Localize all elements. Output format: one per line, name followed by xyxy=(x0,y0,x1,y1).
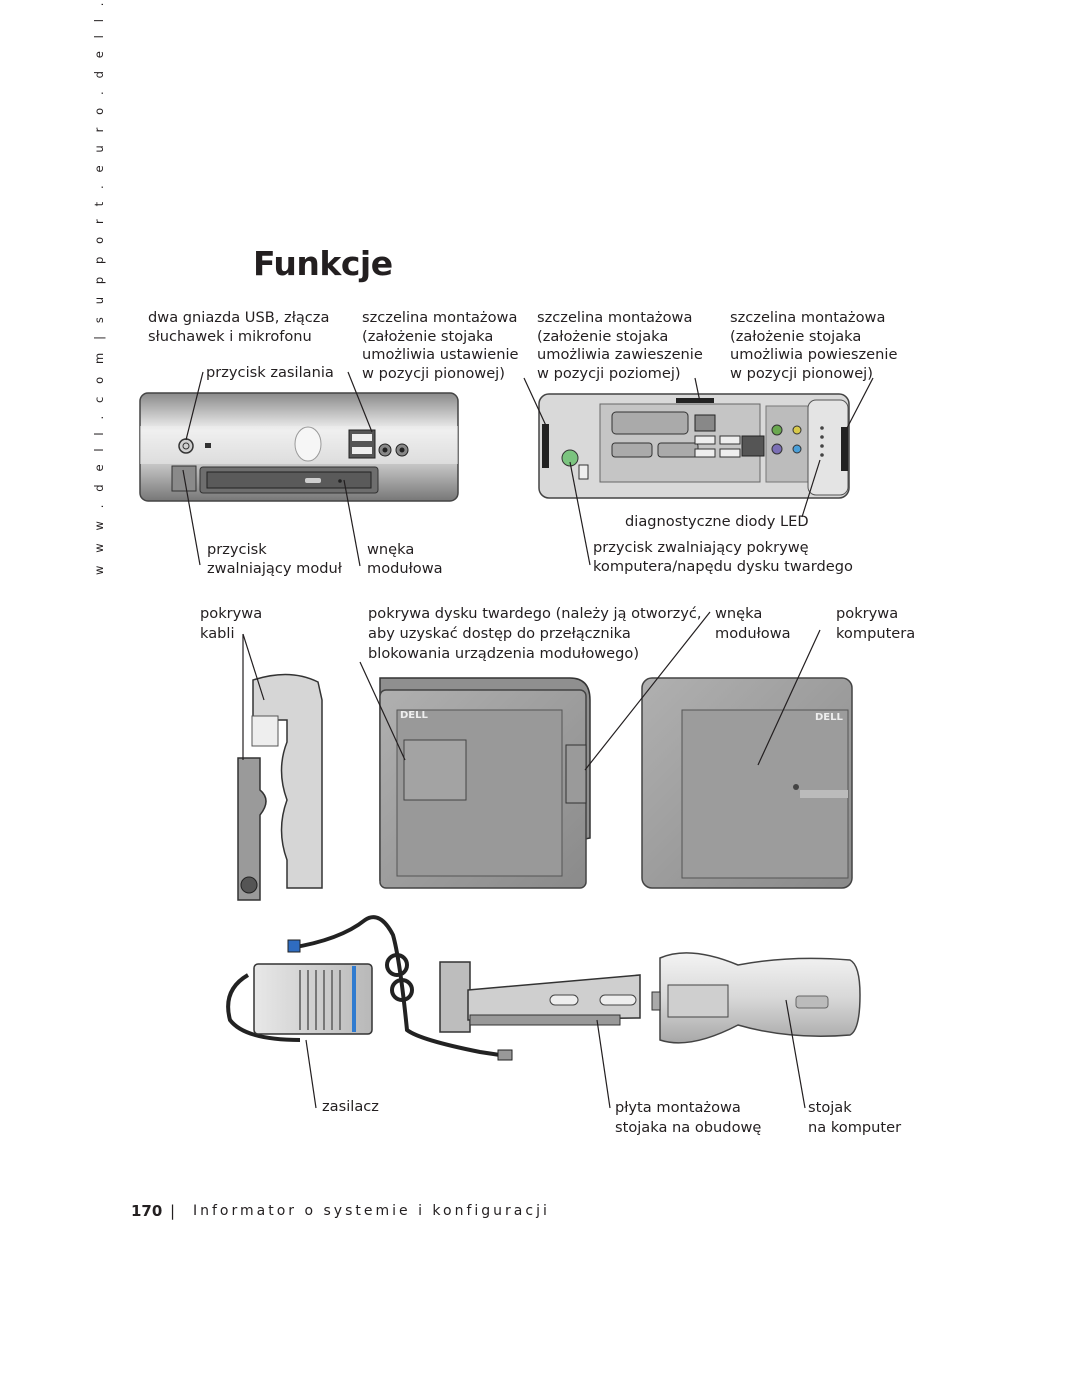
label-line: przycisk xyxy=(207,541,267,558)
label-line: kabli xyxy=(200,625,235,642)
label-line: zwalniający moduł xyxy=(207,559,342,577)
label-line: umożliwia zawieszenie xyxy=(537,346,703,363)
label-line: pokrywa xyxy=(200,605,263,622)
label-usb-audio: dwa gniazda USB, złącza słuchawek i mikr… xyxy=(148,309,329,346)
label-stand: stojak na komputer xyxy=(808,1098,901,1138)
label-line: przycisk zwalniający pokrywę xyxy=(593,539,809,556)
label-module-bay: wnęka modułowa xyxy=(367,541,443,578)
label-line: stojak xyxy=(808,1099,852,1116)
label-computer-cover: pokrywa komputera xyxy=(836,604,915,644)
label-line: komputera xyxy=(836,625,916,642)
label-cable-cover: pokrywa kabli xyxy=(200,604,262,644)
label-line: szczelina montażowa xyxy=(362,309,518,326)
label-hdd-cover: pokrywa dysku twardego (należy ją otworz… xyxy=(368,604,702,664)
label-slot-vertical-a: szczelina montażowa (założenie stojaka u… xyxy=(362,309,519,383)
label-line: w pozycji pionowej) xyxy=(730,364,873,382)
label-cover-release: przycisk zwalniający pokrywę komputera/n… xyxy=(593,539,853,576)
callout-lines xyxy=(182,371,874,1109)
label-line: umożliwia powieszenie xyxy=(730,346,898,363)
label-line: (założenie stojaka xyxy=(537,327,669,345)
mounting-plate-part xyxy=(439,961,641,1033)
cable-cover-part xyxy=(237,673,323,901)
label-line: dwa gniazda USB, złącza xyxy=(148,309,330,326)
stand-part xyxy=(651,952,861,1044)
label-power-button: przycisk zasilania xyxy=(206,364,334,381)
footer-separator: | xyxy=(170,1202,176,1220)
page-number: 170 xyxy=(131,1202,163,1220)
label-line: w pozycji pionowej) xyxy=(362,364,505,382)
dell-logo-left: DELL xyxy=(400,710,429,721)
label-slot-vertical-b: szczelina montażowa (założenie stojaka u… xyxy=(730,309,897,383)
page-title: Funkcje xyxy=(253,244,393,283)
label-line: umożliwia ustawienie xyxy=(362,346,519,363)
hdd-side-panel: DELL xyxy=(379,677,591,889)
power-supply-part xyxy=(226,915,513,1061)
label-module-bay-2: wnęka modułowa xyxy=(715,604,791,644)
label-line: aby uzyskać dostęp do przełącznika xyxy=(368,625,631,642)
label-line: komputera/napędu dysku twardego xyxy=(593,557,853,575)
label-line: blokowania urządzenia modułowego) xyxy=(368,645,640,662)
label-line: w pozycji poziomej) xyxy=(537,364,681,382)
back-view xyxy=(538,393,850,499)
label-diag-leds: diagnostyczne diody LED xyxy=(625,513,809,530)
label-line: wnęka xyxy=(715,605,763,622)
front-view xyxy=(139,392,459,502)
dell-logo-right: DELL xyxy=(815,712,844,723)
label-line: szczelina montażowa xyxy=(537,309,693,326)
label-line: na komputer xyxy=(808,1119,902,1136)
label-power-supply: zasilacz xyxy=(322,1098,379,1115)
label-line: pokrywa xyxy=(836,605,899,622)
label-mount-plate: płyta montażowa stojaka na obudowę xyxy=(615,1098,761,1138)
label-slot-horizontal: szczelina montażowa (założenie stojaka u… xyxy=(537,309,703,383)
label-module-release: przycisk zwalniający moduł xyxy=(207,541,342,578)
footer-title: Informator o systemie i konfiguracji xyxy=(193,1203,550,1219)
label-line: stojaka na obudowę xyxy=(615,1119,762,1136)
computer-side-panel: DELL xyxy=(641,677,853,889)
label-line: szczelina montażowa xyxy=(730,309,886,326)
label-line: modułowa xyxy=(715,625,791,642)
label-line: pokrywa dysku twardego (należy ją otworz… xyxy=(368,605,702,622)
label-line: modułowa xyxy=(367,559,443,577)
label-line: (założenie stojaka xyxy=(362,327,494,345)
label-line: płyta montażowa xyxy=(615,1099,741,1116)
label-line: wnęka xyxy=(367,541,415,558)
label-line: słuchawek i mikrofonu xyxy=(148,327,312,345)
label-line: (założenie stojaka xyxy=(730,327,862,345)
